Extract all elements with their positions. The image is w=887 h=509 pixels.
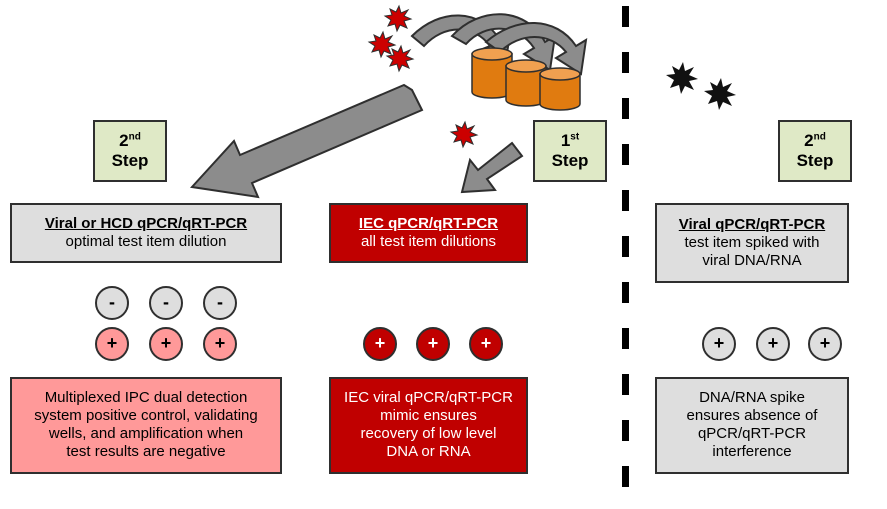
step-ordinal: nd: [813, 131, 826, 143]
divider-dash: [622, 236, 629, 257]
divider-dash: [622, 420, 629, 441]
spike-description-box: DNA/RNA spike ensures absence of qPCR/qR…: [655, 377, 849, 474]
step-number: 2: [119, 131, 129, 150]
ipc-description-box: Multiplexed IPC dual detection system po…: [10, 377, 282, 474]
divider-dash: [622, 98, 629, 119]
positive-control-circle: +: [203, 327, 237, 361]
iec-positive-circle: +: [416, 327, 450, 361]
step-number: 2: [804, 131, 814, 150]
description-line: interference: [712, 443, 792, 460]
iec-method-box: IEC qPCR/qRT-PCR all test item dilutions: [329, 203, 528, 263]
positive-control-circle: +: [95, 327, 129, 361]
sample-cylinders: [471, 47, 581, 111]
divider-dash: [622, 52, 629, 73]
method-subtitle: viral DNA/RNA: [702, 252, 802, 269]
divider-dash: [622, 282, 629, 303]
arrow-to-iec: [460, 141, 524, 194]
iec-description-box: IEC viral qPCR/qRT-PCR mimic ensures rec…: [329, 377, 528, 474]
description-line: DNA or RNA: [386, 443, 471, 460]
description-line: qPCR/qRT-PCR: [697, 425, 807, 442]
step-word: Step: [111, 151, 149, 170]
step-word: Step: [551, 151, 589, 170]
divider-dash: [622, 374, 629, 395]
viral-spike-method-box: Viral qPCR/qRT-PCR test item spiked with…: [655, 203, 849, 283]
step-word: Step: [796, 151, 834, 170]
divider-dash: [622, 190, 629, 211]
negative-result-circle: -: [203, 286, 237, 320]
negative-result-circle: -: [149, 286, 183, 320]
spike-positive-circle: +: [756, 327, 790, 361]
black-spike-particles: [666, 62, 736, 110]
method-subtitle: test item spiked with: [684, 234, 820, 251]
description-line: ensures absence of: [686, 407, 818, 424]
spike-positive-circle: +: [808, 327, 842, 361]
step-number: 1: [560, 131, 571, 150]
description-line: recovery of low level: [360, 425, 497, 442]
viral-hcd-method-box: Viral or HCD qPCR/qRT-PCR optimal test i…: [10, 203, 282, 263]
divider-dash: [622, 466, 629, 487]
iec-positive-circle: +: [363, 327, 397, 361]
method-subtitle: optimal test item dilution: [65, 233, 227, 250]
method-title: IEC qPCR/qRT-PCR: [358, 215, 499, 232]
description-line: wells, and amplification when: [48, 425, 244, 442]
spike-positive-circle: +: [702, 327, 736, 361]
divider-dash: [622, 6, 629, 27]
step-ordinal: st: [570, 131, 580, 143]
divider-dash: [622, 328, 629, 349]
description-line: test results are negative: [66, 443, 226, 460]
description-line: DNA/RNA spike: [699, 389, 805, 406]
method-title: Viral qPCR/qRT-PCR: [678, 216, 826, 233]
step-ordinal: nd: [128, 131, 141, 143]
red-virus-particles: [367, 4, 479, 149]
positive-control-circle: +: [149, 327, 183, 361]
method-subtitle: all test item dilutions: [360, 233, 497, 250]
iec-positive-circle: +: [469, 327, 503, 361]
description-line: IEC viral qPCR/qRT-PCR: [344, 389, 513, 406]
negative-result-circle: -: [95, 286, 129, 320]
step-1: 1st Step: [533, 120, 607, 182]
description-line: mimic ensures: [380, 407, 477, 424]
description-line: system positive control, validating: [34, 407, 258, 424]
method-title: Viral or HCD qPCR/qRT-PCR: [44, 215, 248, 232]
divider-dash: [622, 144, 629, 165]
arrow-to-viral-hcd: [189, 83, 424, 199]
step-2-left: 2nd Step: [93, 120, 167, 182]
step-2-right: 2nd Step: [778, 120, 852, 182]
description-line: Multiplexed IPC dual detection: [44, 389, 248, 406]
